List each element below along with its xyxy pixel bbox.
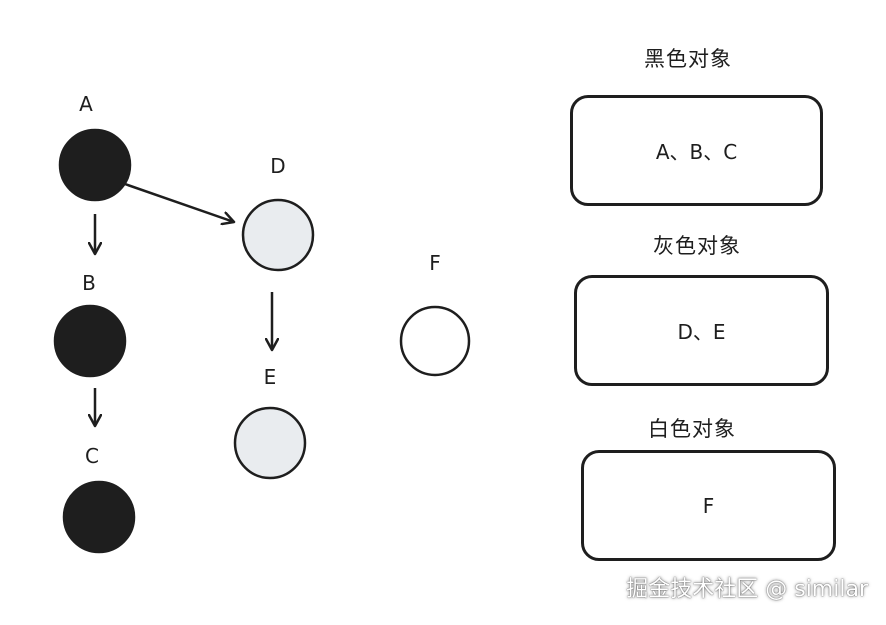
legend-box-black: A、B、C (570, 95, 823, 206)
legend-title-white: 白色对象 (648, 417, 736, 441)
node-c-black (62, 480, 136, 554)
legend-title-gray: 灰色对象 (653, 234, 741, 258)
node-label-b: B (82, 271, 96, 295)
node-d-gray (241, 198, 315, 272)
legend-content-white: F (702, 493, 715, 518)
legend-content-gray: D、E (677, 320, 726, 344)
node-label-e: E (263, 365, 277, 389)
watermark: 掘金技术社区 @ similar (626, 577, 868, 602)
edge-a-to-d (121, 181, 234, 222)
node-b-black (53, 304, 127, 378)
node-label-a: A (79, 92, 93, 116)
legend-content-black: A、B、C (655, 140, 738, 164)
legend-box-white: F (581, 450, 836, 561)
legend-title-black: 黑色对象 (644, 47, 732, 71)
node-e-gray (233, 406, 307, 480)
node-label-d: D (270, 154, 286, 178)
legend-box-gray: D、E (574, 275, 829, 386)
node-f-white (399, 305, 471, 377)
node-label-c: C (85, 444, 99, 468)
node-label-f: F (429, 251, 441, 275)
node-a-black (58, 128, 132, 202)
